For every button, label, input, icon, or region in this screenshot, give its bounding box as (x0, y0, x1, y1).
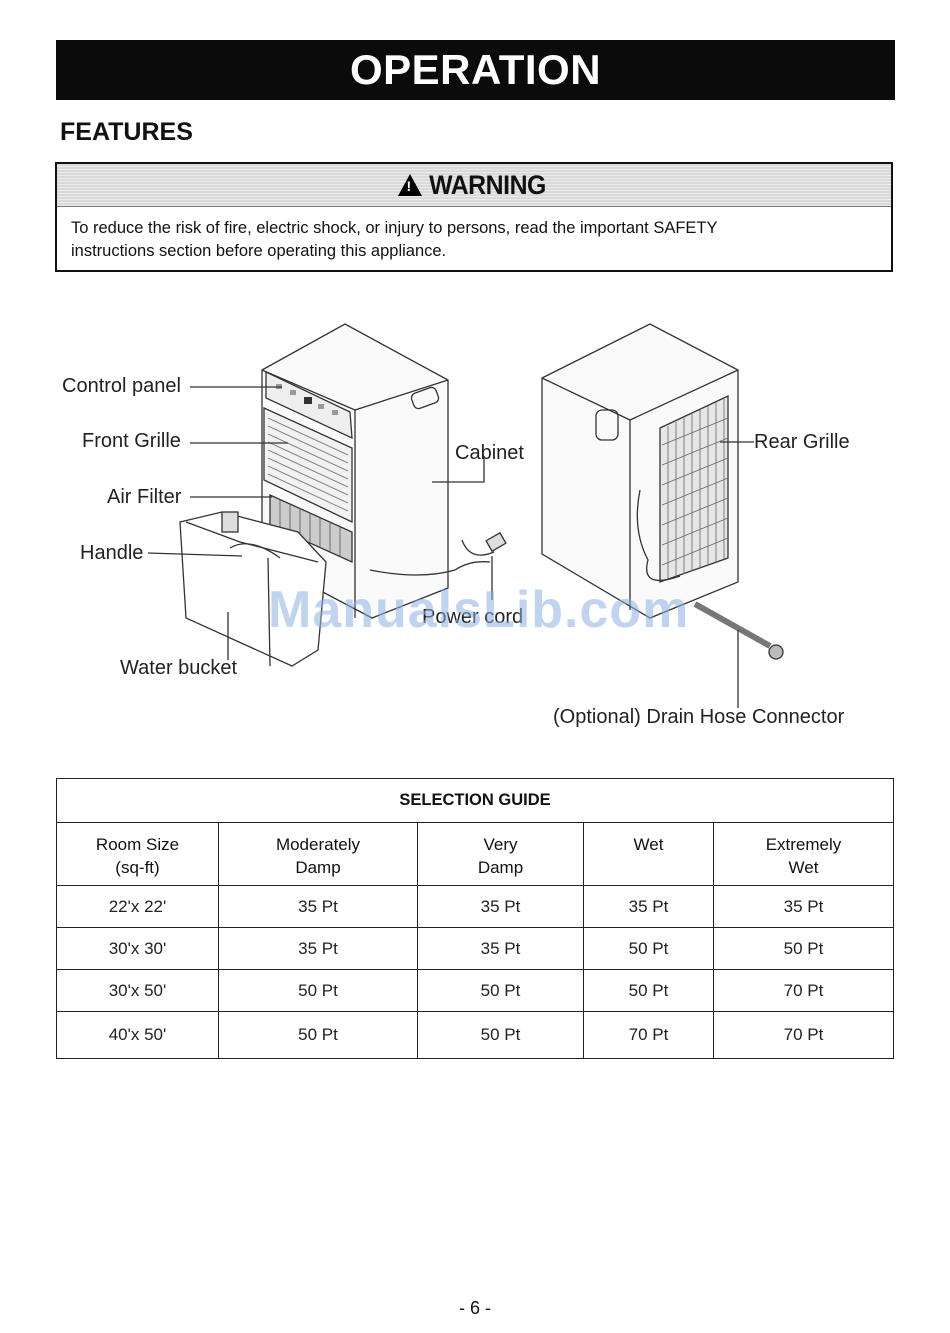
features-diagram: Control panel Front Grille Air Filter Ha… (0, 300, 950, 750)
table-cell: 35 Pt (218, 885, 418, 928)
warning-heading: WARNING (428, 169, 546, 200)
warning-text-line-2: instructions section before operating th… (71, 242, 447, 260)
header-room-size: Room Size(sq-ft) (56, 822, 219, 886)
label-cabinet: Cabinet (455, 442, 524, 464)
table-cell: 50 Pt (417, 1011, 584, 1059)
label-water-bucket: Water bucket (120, 657, 238, 679)
warning-text: To reduce the risk of fire, electric sho… (57, 207, 891, 263)
label-rear-grille: Rear Grille (754, 431, 850, 453)
warning-header: WARNING (57, 164, 891, 207)
page-number: - 6 - (458, 1298, 491, 1318)
label-air-filter: Air Filter (107, 486, 182, 508)
table-cell: 70 Pt (713, 969, 894, 1012)
header-wet: Wet (583, 822, 714, 886)
table-cell: 70 Pt (583, 1011, 714, 1059)
operation-banner: OPERATION (56, 40, 895, 100)
table-cell: 35 Pt (583, 885, 714, 928)
table-cell: 35 Pt (713, 885, 894, 928)
table-row: 30'x 50' 50 Pt 50 Pt 50 Pt 70 Pt (56, 969, 894, 1012)
dehumidifier-illustration (147, 323, 784, 708)
warning-box: WARNING To reduce the risk of fire, elec… (55, 162, 893, 272)
table-cell: 35 Pt (218, 927, 418, 970)
table-cell: 30'x 50' (56, 969, 219, 1012)
table-cell: 30'x 30' (56, 927, 219, 970)
label-drain-hose-connector: (Optional) Drain Hose Connector (553, 706, 845, 728)
table-cell: 50 Pt (218, 1011, 418, 1059)
section-title: FEATURES (60, 118, 193, 146)
table-cell: 50 Pt (583, 969, 714, 1012)
table-cell: 50 Pt (583, 927, 714, 970)
label-power-cord: Power cord (422, 606, 524, 628)
selection-guide-table: SELECTION GUIDE Room Size(sq-ft) Moderat… (56, 778, 894, 1059)
table-cell: 22'x 22' (56, 885, 219, 928)
banner-title: OPERATION (349, 46, 602, 93)
label-control-panel: Control panel (62, 375, 181, 397)
table-cell: 35 Pt (417, 885, 584, 928)
table-row: 30'x 30' 35 Pt 35 Pt 50 Pt 50 Pt (56, 927, 894, 970)
selection-guide-caption: SELECTION GUIDE (56, 778, 894, 823)
table-row: 40'x 50' 50 Pt 50 Pt 70 Pt 70 Pt (56, 1011, 894, 1059)
table-cell: 70 Pt (713, 1011, 894, 1059)
table-cell: 50 Pt (417, 969, 584, 1012)
table-cell: 40'x 50' (56, 1011, 219, 1059)
table-cell: 35 Pt (417, 927, 584, 970)
manualslib-watermark: ManualsLib.com (268, 581, 690, 639)
table-cell: 50 Pt (218, 969, 418, 1012)
label-front-grille: Front Grille (82, 430, 181, 452)
label-handle: Handle (80, 542, 144, 564)
warning-text-line-1: To reduce the risk of fire, electric sho… (71, 219, 718, 237)
warning-triangle-icon (397, 174, 422, 196)
table-row: 22'x 22' 35 Pt 35 Pt 35 Pt 35 Pt (56, 885, 894, 928)
table-cell: 50 Pt (713, 927, 894, 970)
